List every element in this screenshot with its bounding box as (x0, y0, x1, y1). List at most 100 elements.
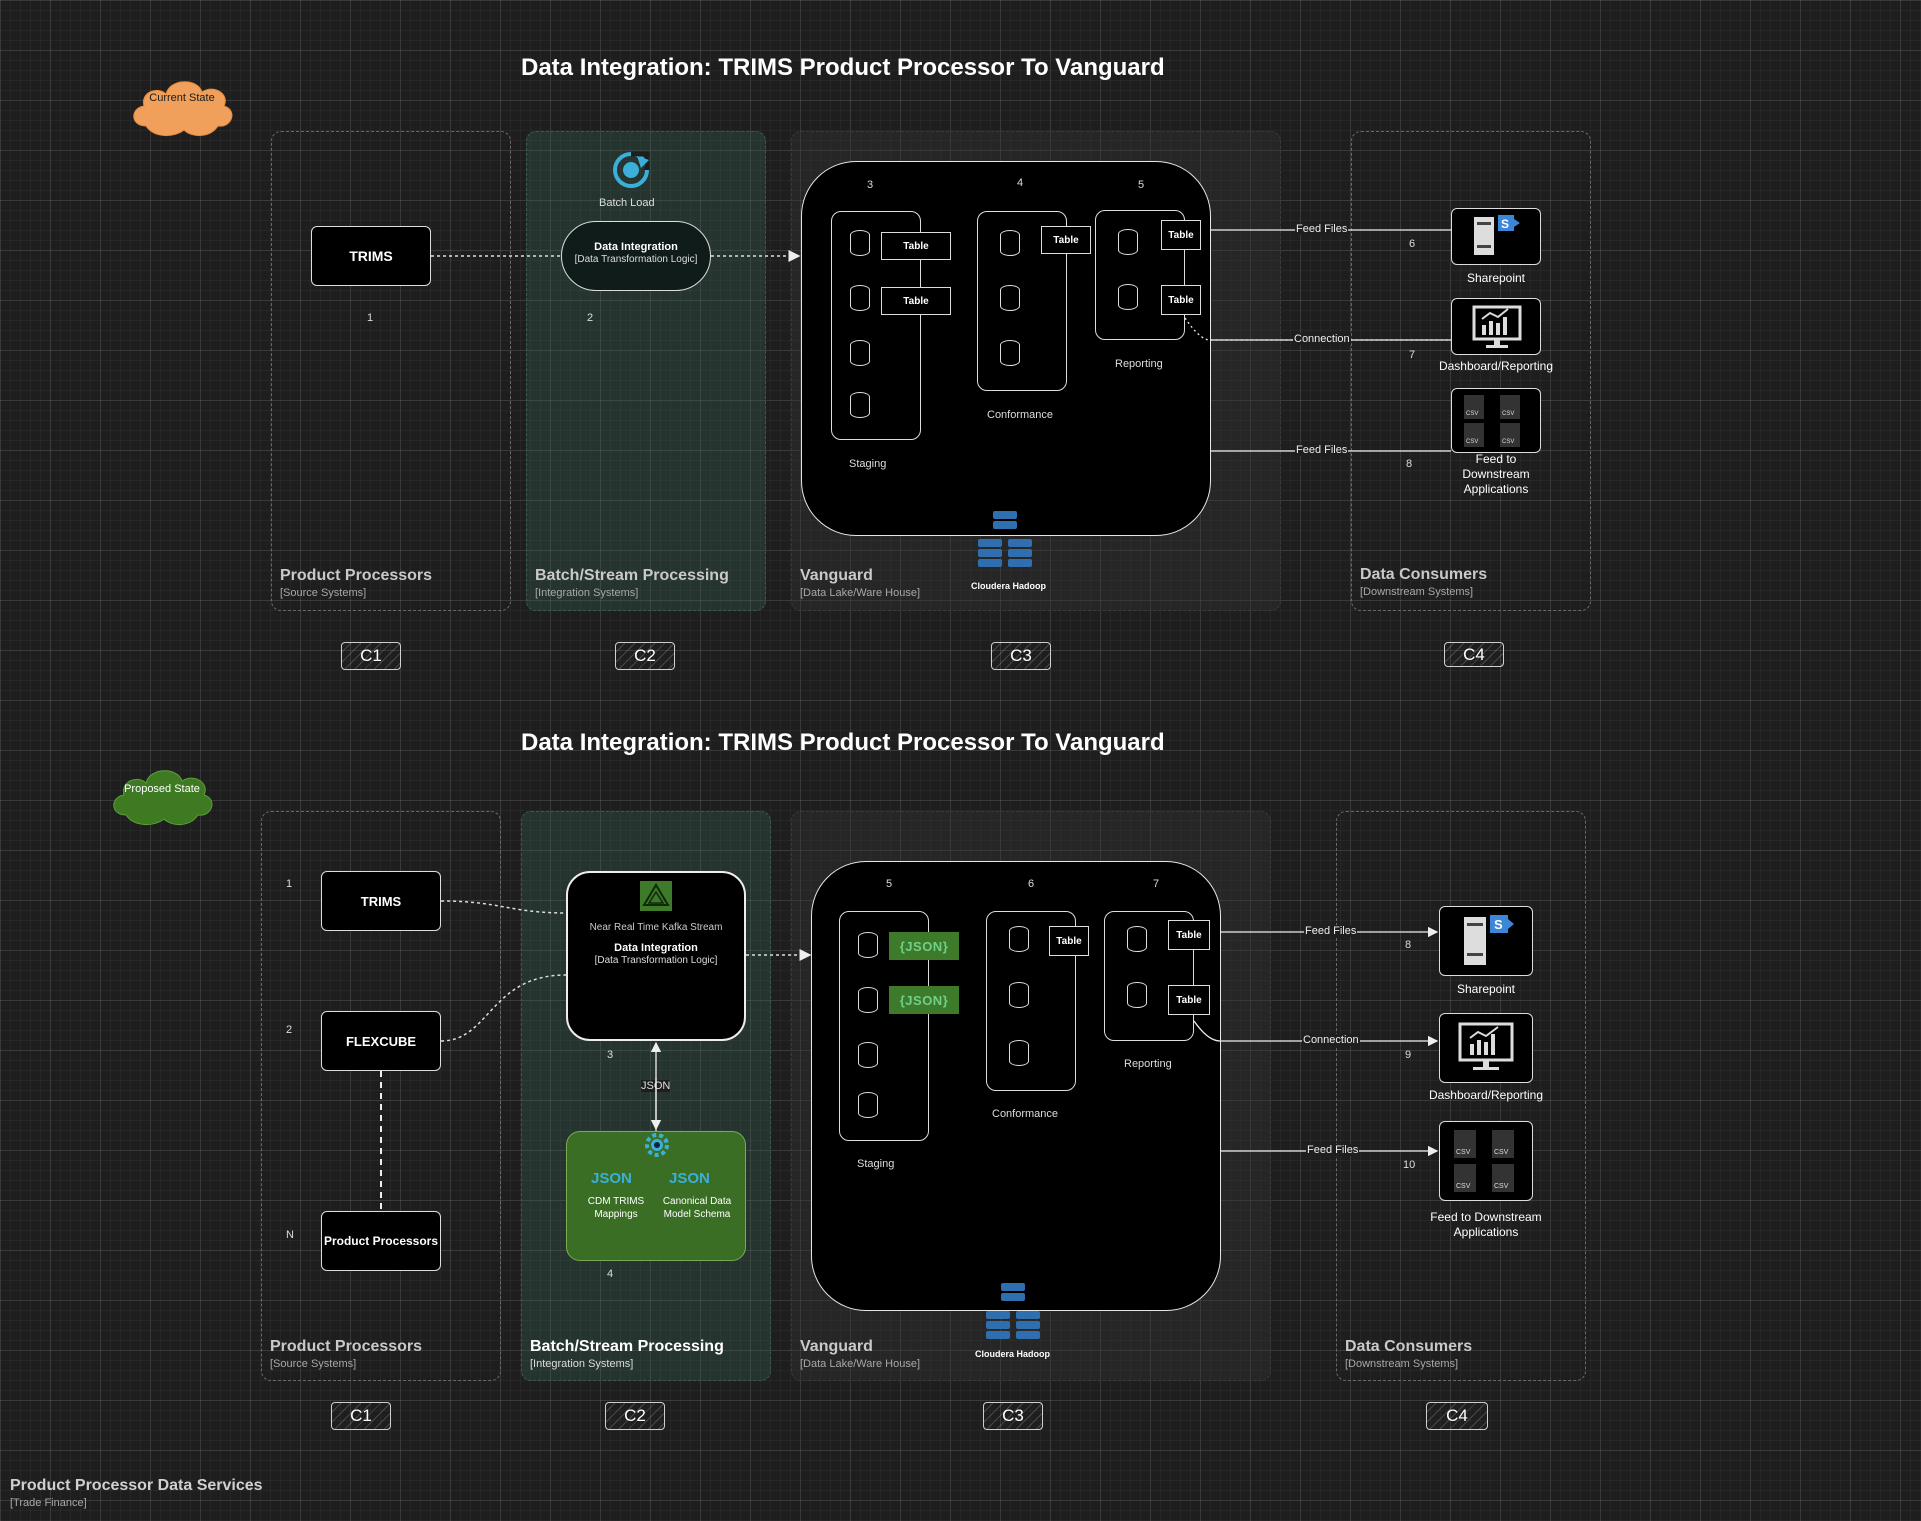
batch-load-icon (613, 151, 650, 188)
gear-icon (645, 1133, 669, 1157)
proposed-conformance-label: Conformance (992, 1108, 1059, 1120)
csv-label: CSV (1494, 1183, 1509, 1190)
svg-text:S: S (1494, 917, 1503, 932)
proposed-c1-title: Product Processors (270, 1338, 423, 1355)
proposed-product-processors-node[interactable]: Product Processors (321, 1211, 441, 1271)
db-icon (1000, 285, 1020, 311)
current-reporting-table[interactable]: Table (1161, 285, 1201, 315)
proposed-state-cloud (113, 770, 213, 825)
current-reporting-stack (1095, 210, 1185, 340)
proposed-state-label: Proposed State (124, 783, 200, 795)
current-sharepoint-node[interactable]: S (1451, 208, 1541, 265)
json-icon: JSON (669, 1170, 710, 1187)
proposed-reporting-label: Reporting (1124, 1058, 1172, 1070)
proposed-feed-node[interactable]: CSV CSV CSV CSV (1439, 1121, 1533, 1201)
db-icon (1009, 982, 1029, 1008)
staging-json-tag[interactable]: {JSON} (889, 986, 959, 1014)
current-c4-title: Data Consumers (1360, 566, 1488, 583)
proposed-dashboard-node[interactable] (1439, 1013, 1533, 1083)
current-di-title: Data Integration (594, 241, 678, 253)
current-dashboard-node[interactable] (1451, 298, 1541, 355)
csv-label: CSV (1466, 411, 1478, 417)
proposed-di-sub: [Data Transformation Logic] (594, 955, 718, 966)
kafka-icon (640, 881, 672, 911)
db-icon (1127, 926, 1147, 952)
edge-trims-to-kafka (440, 900, 567, 914)
proposed-num-7: 7 (1153, 878, 1160, 890)
proposed-trims-node[interactable]: TRIMS (321, 871, 441, 931)
current-c1-group (271, 131, 511, 611)
proposed-conformance-stack (986, 911, 1076, 1091)
proposed-reporting-table[interactable]: Table (1168, 920, 1210, 950)
current-c3-sub: [Data Lake/Ware House] (800, 587, 921, 599)
proposed-num-9: 9 (1405, 1049, 1412, 1061)
current-c2-title: Batch/Stream Processing (535, 567, 729, 584)
db-icon (850, 230, 870, 256)
current-num-5: 5 (1138, 179, 1145, 191)
csv-label: CSV (1456, 1183, 1471, 1190)
current-c3-title: Vanguard (800, 567, 873, 584)
current-c4-tag: C4 (1444, 642, 1504, 667)
current-di-sub: [Data Transformation Logic] (574, 254, 698, 265)
db-icon (858, 1042, 878, 1068)
proposed-num-1: 1 (286, 878, 293, 890)
edge-connection-dashboard (1193, 1020, 1439, 1047)
current-c4-sub: [Downstream Systems] (1360, 586, 1474, 598)
edge-flexcube-to-kafka (440, 974, 567, 1042)
hadoop-icon (978, 511, 1032, 567)
proposed-reporting-stack (1104, 911, 1194, 1041)
staging-json-tag[interactable]: {JSON} (889, 932, 959, 960)
db-icon (850, 340, 870, 366)
db-icon (1127, 982, 1147, 1008)
current-data-integration-node[interactable]: Data Integration [Data Transformation Lo… (561, 221, 711, 291)
current-sharepoint-label: Sharepoint (1466, 271, 1526, 285)
json-icon: JSON (591, 1170, 632, 1187)
dashboard-icon (1458, 1022, 1514, 1070)
proposed-c1-group (261, 811, 501, 1381)
sharepoint-icon: S (1474, 215, 1520, 255)
current-c3-tag: C3 (991, 642, 1051, 670)
current-conformance-table[interactable]: Table (1041, 226, 1091, 254)
proposed-c4-tag: C4 (1426, 1402, 1488, 1430)
db-icon (858, 932, 878, 958)
proposed-hadoop-label: Cloudera Hadoop (975, 1349, 1051, 1359)
current-feed-node[interactable]: CSV CSV CSV CSV (1451, 388, 1541, 453)
canonical-label: Canonical Data Model Schema (662, 1196, 732, 1220)
current-staging-table[interactable]: Table (881, 232, 951, 260)
proposed-num-2: 2 (286, 1024, 293, 1036)
proposed-sharepoint-node[interactable]: S (1439, 906, 1533, 976)
current-trims-node[interactable]: TRIMS (311, 226, 431, 286)
db-icon (1118, 284, 1138, 310)
hadoop-icon (986, 1283, 1040, 1339)
proposed-c2-tag: C2 (605, 1402, 665, 1430)
proposed-c3-tag: C3 (983, 1402, 1043, 1430)
batch-load-label: Batch Load (599, 197, 655, 209)
current-c1-sub: [Source Systems] (280, 587, 367, 599)
proposed-c1-sub: [Source Systems] (270, 1358, 357, 1370)
proposed-conformance-table[interactable]: Table (1049, 926, 1089, 956)
current-hadoop-label: Cloudera Hadoop (971, 581, 1047, 591)
proposed-num-8: 8 (1405, 939, 1412, 951)
current-num-6: 6 (1409, 238, 1416, 250)
proposed-reporting-table[interactable]: Table (1168, 985, 1210, 1015)
proposed-num-10: 10 (1403, 1159, 1416, 1171)
proposed-flexcube-node[interactable]: FLEXCUBE (321, 1011, 441, 1071)
current-staging-label: Staging (849, 458, 887, 470)
kafka-label: Near Real Time Kafka Stream (589, 922, 723, 933)
db-icon (1118, 229, 1138, 255)
current-num-2: 2 (587, 312, 594, 324)
proposed-cdm-box[interactable]: JSON JSON CDM TRIMS Mappings Canonical D… (566, 1131, 746, 1261)
current-conformance-stack (977, 211, 1067, 391)
proposed-vanguard-zone (811, 861, 1221, 1311)
csv-label: CSV (1502, 439, 1514, 445)
current-c1-title: Product Processors (280, 567, 433, 584)
current-reporting-table[interactable]: Table (1161, 220, 1201, 250)
current-staging-table[interactable]: Table (881, 287, 951, 315)
current-num-7: 7 (1409, 349, 1416, 361)
proposed-data-integration-node[interactable]: Near Real Time Kafka Stream Data Integra… (566, 871, 746, 1041)
proposed-feed-files-label-2: Feed Files (1306, 1144, 1360, 1156)
proposed-title: Data Integration: TRIMS Product Processo… (521, 729, 1165, 756)
db-icon (1009, 926, 1029, 952)
current-c2-group (526, 131, 766, 611)
